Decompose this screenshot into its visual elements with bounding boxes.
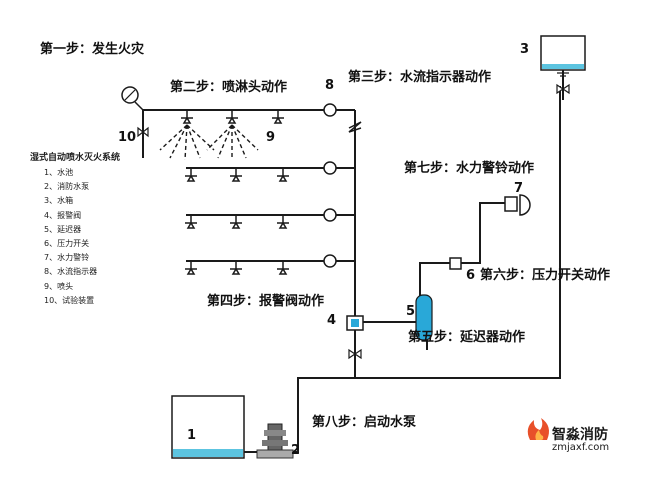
step8-label: 第八步：启动水泵 <box>312 415 417 430</box>
pipe-break-mark <box>348 121 362 133</box>
label-4: 4 <box>327 313 337 328</box>
step4-label: 第四步：报警阀动作 <box>207 294 325 309</box>
brand-name: 智淼消防 <box>552 427 608 443</box>
legend-title: 湿式自动喷水灭火系统 <box>30 153 121 163</box>
step5-label: 第五步：延迟器动作 <box>408 330 526 345</box>
label-3: 3 <box>520 42 530 57</box>
brand-url: zmjaxf.com <box>552 442 610 453</box>
flow-indicators <box>323 103 337 268</box>
legend-item: 1、水池 <box>44 168 74 177</box>
legend: 1、水池 2、消防水泵 3、水箱 4、报警阀 5、延迟器 6、压力开关 7、水力警铃 8、水流… <box>44 150 97 308</box>
step3-label: 第三步：水流指示器动作 <box>348 70 492 85</box>
label-5: 5 <box>406 304 416 319</box>
water-motor-gong <box>504 194 531 216</box>
label-10: 10 <box>118 130 137 145</box>
pipe-network <box>142 70 564 453</box>
test-device <box>121 86 149 138</box>
delay-chamber <box>415 294 433 341</box>
water-tank <box>540 35 586 71</box>
legend-item: 3、水箱 <box>44 196 74 206</box>
legend-item: 2、消防水泵 <box>44 182 90 192</box>
legend-item: 10、试验装置 <box>44 295 95 305</box>
label-6: 6 <box>466 268 476 283</box>
alarm-valve <box>346 315 364 360</box>
water-pool <box>171 395 245 459</box>
pressure-switch <box>449 257 462 270</box>
label-2: 2 <box>291 443 301 458</box>
step2-label: 第二步：喷淋头动作 <box>170 80 288 95</box>
tank-check-valve <box>556 83 570 95</box>
label-9: 9 <box>266 130 276 145</box>
label-8: 8 <box>325 78 335 93</box>
tank-fitting <box>557 72 569 77</box>
legend-item: 9、喷头 <box>44 281 74 291</box>
step6-label: 第六步：压力开关动作 <box>480 268 611 283</box>
legend-list: 1、水池 2、消防水泵 3、水箱 4、报警阀 5、延迟器 6、压力开关 7、水力警铃 8、水流… <box>44 166 97 308</box>
legend-item: 5、延迟器 <box>44 224 82 234</box>
brand-logo-icon <box>527 418 549 440</box>
sprinkler-heads <box>181 110 289 275</box>
step7-label: 第七步：水力警铃动作 <box>404 161 535 176</box>
legend-item: 4、报警阀 <box>44 210 82 220</box>
step1-label: 第一步：发生火灾 <box>40 42 145 57</box>
legend-item: 7、水力警铃 <box>44 253 90 263</box>
legend-item: 6、压力开关 <box>44 239 90 249</box>
fire-pump <box>256 423 294 459</box>
water-spray <box>159 124 259 161</box>
legend-item: 8、水流指示器 <box>44 267 98 277</box>
label-1: 1 <box>187 428 197 443</box>
label-7: 7 <box>514 181 524 196</box>
